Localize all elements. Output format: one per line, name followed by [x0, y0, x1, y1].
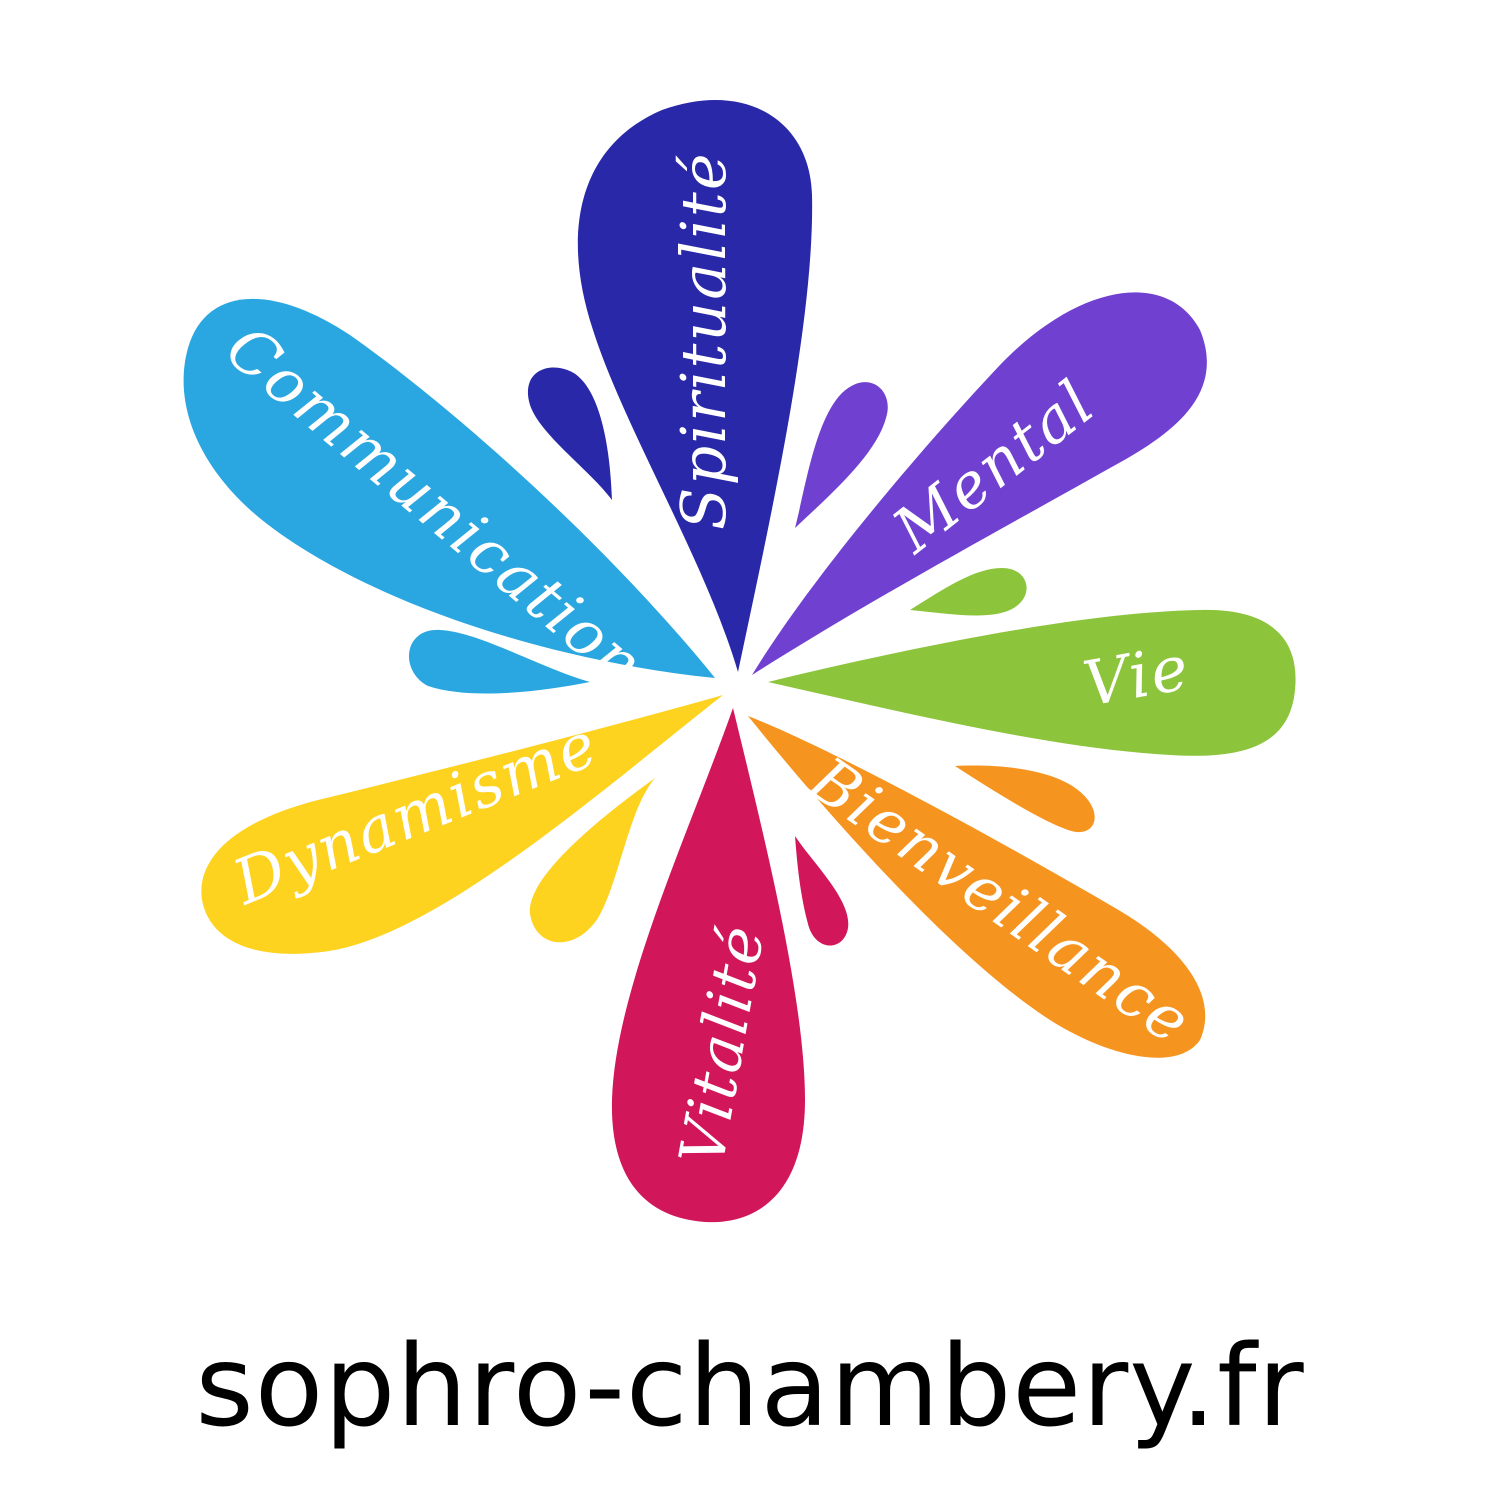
droplet-mental	[795, 382, 888, 528]
petal-mental	[752, 292, 1207, 675]
petal-spirituality	[577, 99, 813, 672]
droplet-vitality	[795, 836, 849, 946]
droplet-dynamism	[529, 778, 655, 943]
petal-kindness	[748, 716, 1206, 1058]
petal-dynamism	[201, 695, 723, 954]
petal-label-life: Vie	[1078, 630, 1195, 720]
petal-vitality	[611, 708, 805, 1223]
droplet-kindness	[955, 765, 1095, 833]
droplet-life	[910, 568, 1027, 616]
droplet-communication	[408, 629, 590, 694]
website-url: sophro-chambery.fr	[195, 1322, 1305, 1452]
petal-communication	[183, 298, 715, 678]
droplet-spirituality	[527, 367, 612, 500]
petal-life	[768, 609, 1296, 756]
petal-label-spirituality: Spiritualité	[667, 151, 740, 530]
